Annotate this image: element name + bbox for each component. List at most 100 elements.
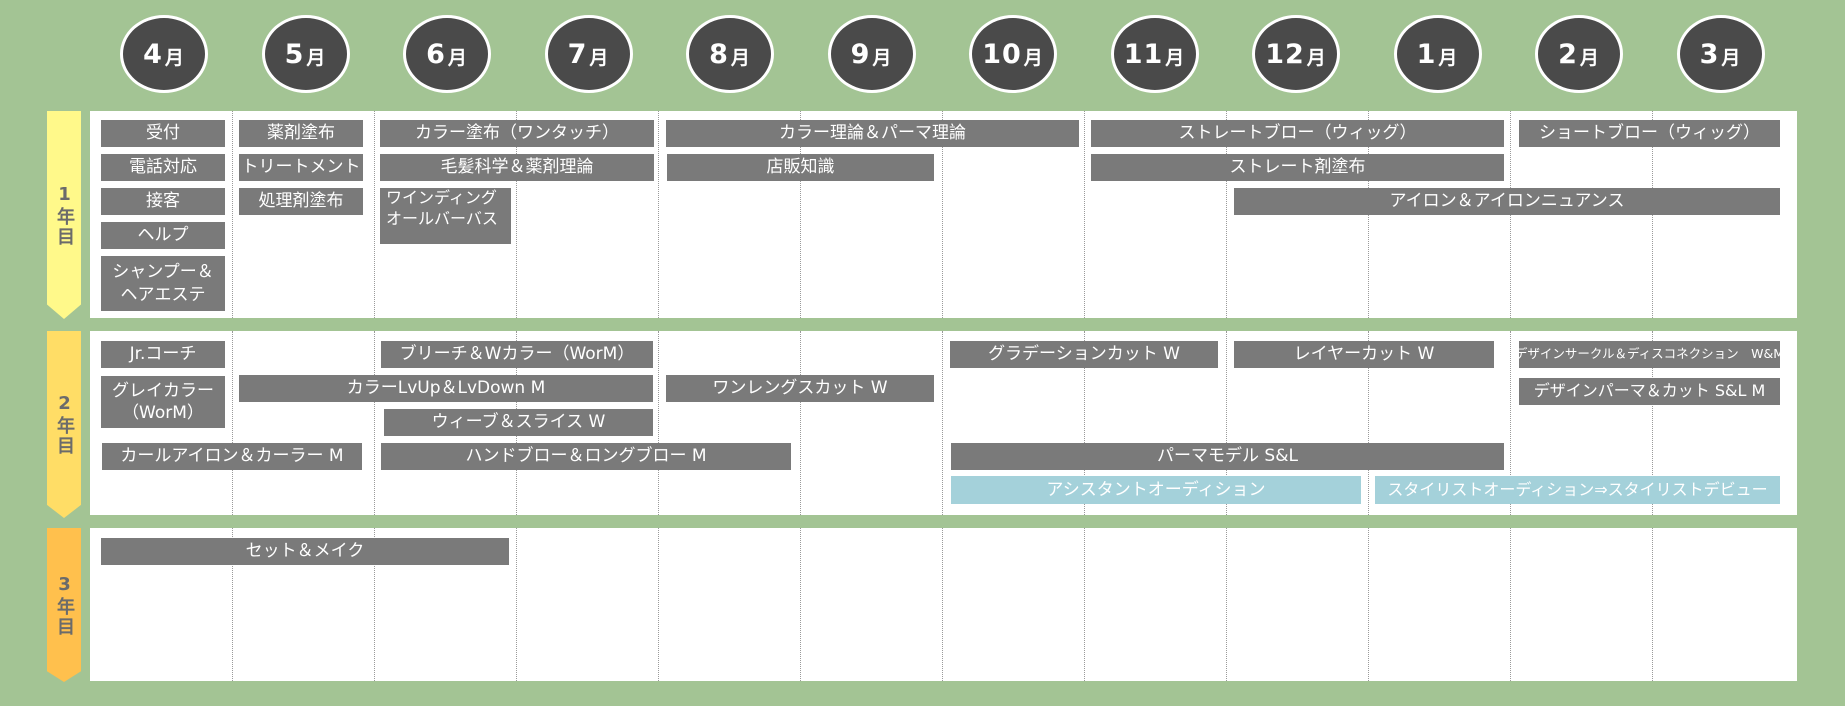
month-divider (1225, 111, 1227, 318)
month-divider (373, 528, 375, 681)
month-number: 7 (567, 38, 588, 70)
month-divider (941, 331, 943, 515)
item-jr-coach: Jr.コーチ (101, 341, 225, 368)
item-shampoo-line1: シャンプー＆ (112, 262, 214, 283)
item-hand-blow: ハンドブロー＆ロングブロー M (381, 443, 791, 470)
month-number: 2 (1558, 38, 1578, 70)
month-suffix: 月 (730, 46, 751, 69)
month-number: 1 (1416, 38, 1437, 70)
month-divider (1651, 528, 1653, 681)
year-3-panel: セット＆メイク (90, 528, 1797, 681)
year-ribbon-3: 3年目 (47, 528, 81, 682)
month-divider (941, 111, 943, 318)
month-divider (1083, 111, 1085, 318)
month-divider (231, 528, 233, 681)
item-gray-line1: グレイカラー (112, 380, 214, 401)
item-shampoo-line2: ヘアエステ (120, 284, 206, 305)
month-divider (799, 331, 801, 515)
item-design-circle: デザインサークル＆ディスコネクション W&M (1515, 341, 1784, 368)
item-color-perm: カラー理論＆パーマ理論 (666, 120, 1079, 147)
month-number: 3 (1699, 38, 1720, 70)
month-divider (1083, 331, 1085, 515)
item-winding: ワインディング オールバーバス (380, 188, 511, 244)
item-straight-zai: ストレート剤塗布 (1091, 154, 1504, 181)
item-iron: アイロン＆アイロンニュアンス (1234, 188, 1780, 215)
month-suffix: 月 (1023, 46, 1044, 69)
month-suffix: 月 (1721, 46, 1742, 69)
month-divider (231, 331, 233, 515)
month-number: 6 (426, 38, 446, 70)
month-divider (1509, 331, 1511, 515)
month-suffix: 月 (1438, 46, 1459, 69)
item-set-make: セット＆メイク (101, 538, 509, 565)
item-layer: レイヤーカット W (1234, 341, 1494, 368)
month-number: 8 (709, 38, 729, 70)
item-shorizai: 処理剤塗布 (239, 188, 363, 215)
item-one-length: ワンレングスカット W (666, 375, 934, 402)
month-suffix: 月 (1579, 46, 1600, 69)
month-suffix: 月 (872, 46, 893, 69)
item-winding-line2: オールバーバス (386, 208, 498, 228)
item-mohatsu: 毛髪科学＆薬剤理論 (380, 154, 654, 181)
month-divider (373, 331, 375, 515)
item-short-blow: ショートブロー（ウィッグ） (1519, 120, 1780, 147)
year-label-3: 3年目 (54, 573, 75, 637)
item-uketsuke: 受付 (101, 120, 225, 147)
month-divider (1225, 528, 1227, 681)
month-divider (941, 528, 943, 681)
month-number: 12 (1265, 38, 1305, 70)
item-gradation: グラデーションカット W (950, 341, 1218, 368)
item-denwa: 電話対応 (101, 154, 225, 181)
month-divider (515, 111, 517, 318)
month-divider (515, 528, 517, 681)
item-color-touch: カラー塗布（ワンタッチ） (380, 120, 654, 147)
item-gray-line2: （WorM） (122, 403, 204, 423)
year-label-1: 1年目 (54, 183, 75, 247)
item-bleach: ブリーチ＆Wカラー（WorM） (381, 341, 653, 368)
year-1-panel: 受付 電話対応 接客 ヘルプ シャンプー＆ ヘアエステ 薬剤塗布 トリートメント… (90, 111, 1797, 318)
month-suffix: 月 (306, 46, 327, 69)
year-ribbon-1: 1年目 (47, 111, 81, 319)
month-divider (1509, 528, 1511, 681)
item-winding-line1: ワインディング (386, 188, 497, 207)
month-suffix: 月 (1165, 46, 1186, 69)
item-assistant-audition: アシスタントオーディション (951, 476, 1361, 504)
year-ribbon-2: 2年目 (47, 331, 81, 518)
item-shampoo: シャンプー＆ ヘアエステ (101, 256, 225, 311)
item-treatment: トリートメント (239, 154, 363, 181)
month-number: 4 (143, 38, 163, 70)
year-label-2: 2年目 (54, 393, 75, 456)
item-sekkyaku: 接客 (101, 188, 225, 215)
item-stylist-audition: スタイリストオーディション⇒スタイリストデビュー (1375, 476, 1780, 504)
month-divider (231, 111, 233, 318)
month-divider (1651, 331, 1653, 515)
month-number: 11 (1123, 38, 1164, 70)
month-number: 5 (284, 38, 305, 70)
month-suffix: 月 (1306, 46, 1327, 69)
month-divider (799, 111, 801, 318)
month-divider (1225, 331, 1227, 515)
month-suffix: 月 (589, 46, 610, 69)
item-help: ヘルプ (101, 222, 225, 249)
year-2-panel: Jr.コーチ グレイカラー （WorM） カールアイロン＆カーラー M ブリーチ… (90, 331, 1797, 515)
month-divider (657, 111, 659, 318)
month-divider (1367, 528, 1369, 681)
month-number: 9 (850, 38, 871, 70)
item-yakuzai: 薬剤塗布 (239, 120, 363, 147)
item-design-perm: デザインパーマ＆カット S&L M (1519, 378, 1780, 405)
month-suffix: 月 (447, 46, 468, 69)
month-divider (1367, 331, 1369, 515)
month-suffix: 月 (164, 46, 185, 69)
item-straight-blow: ストレートブロー（ウィッグ） (1091, 120, 1504, 147)
